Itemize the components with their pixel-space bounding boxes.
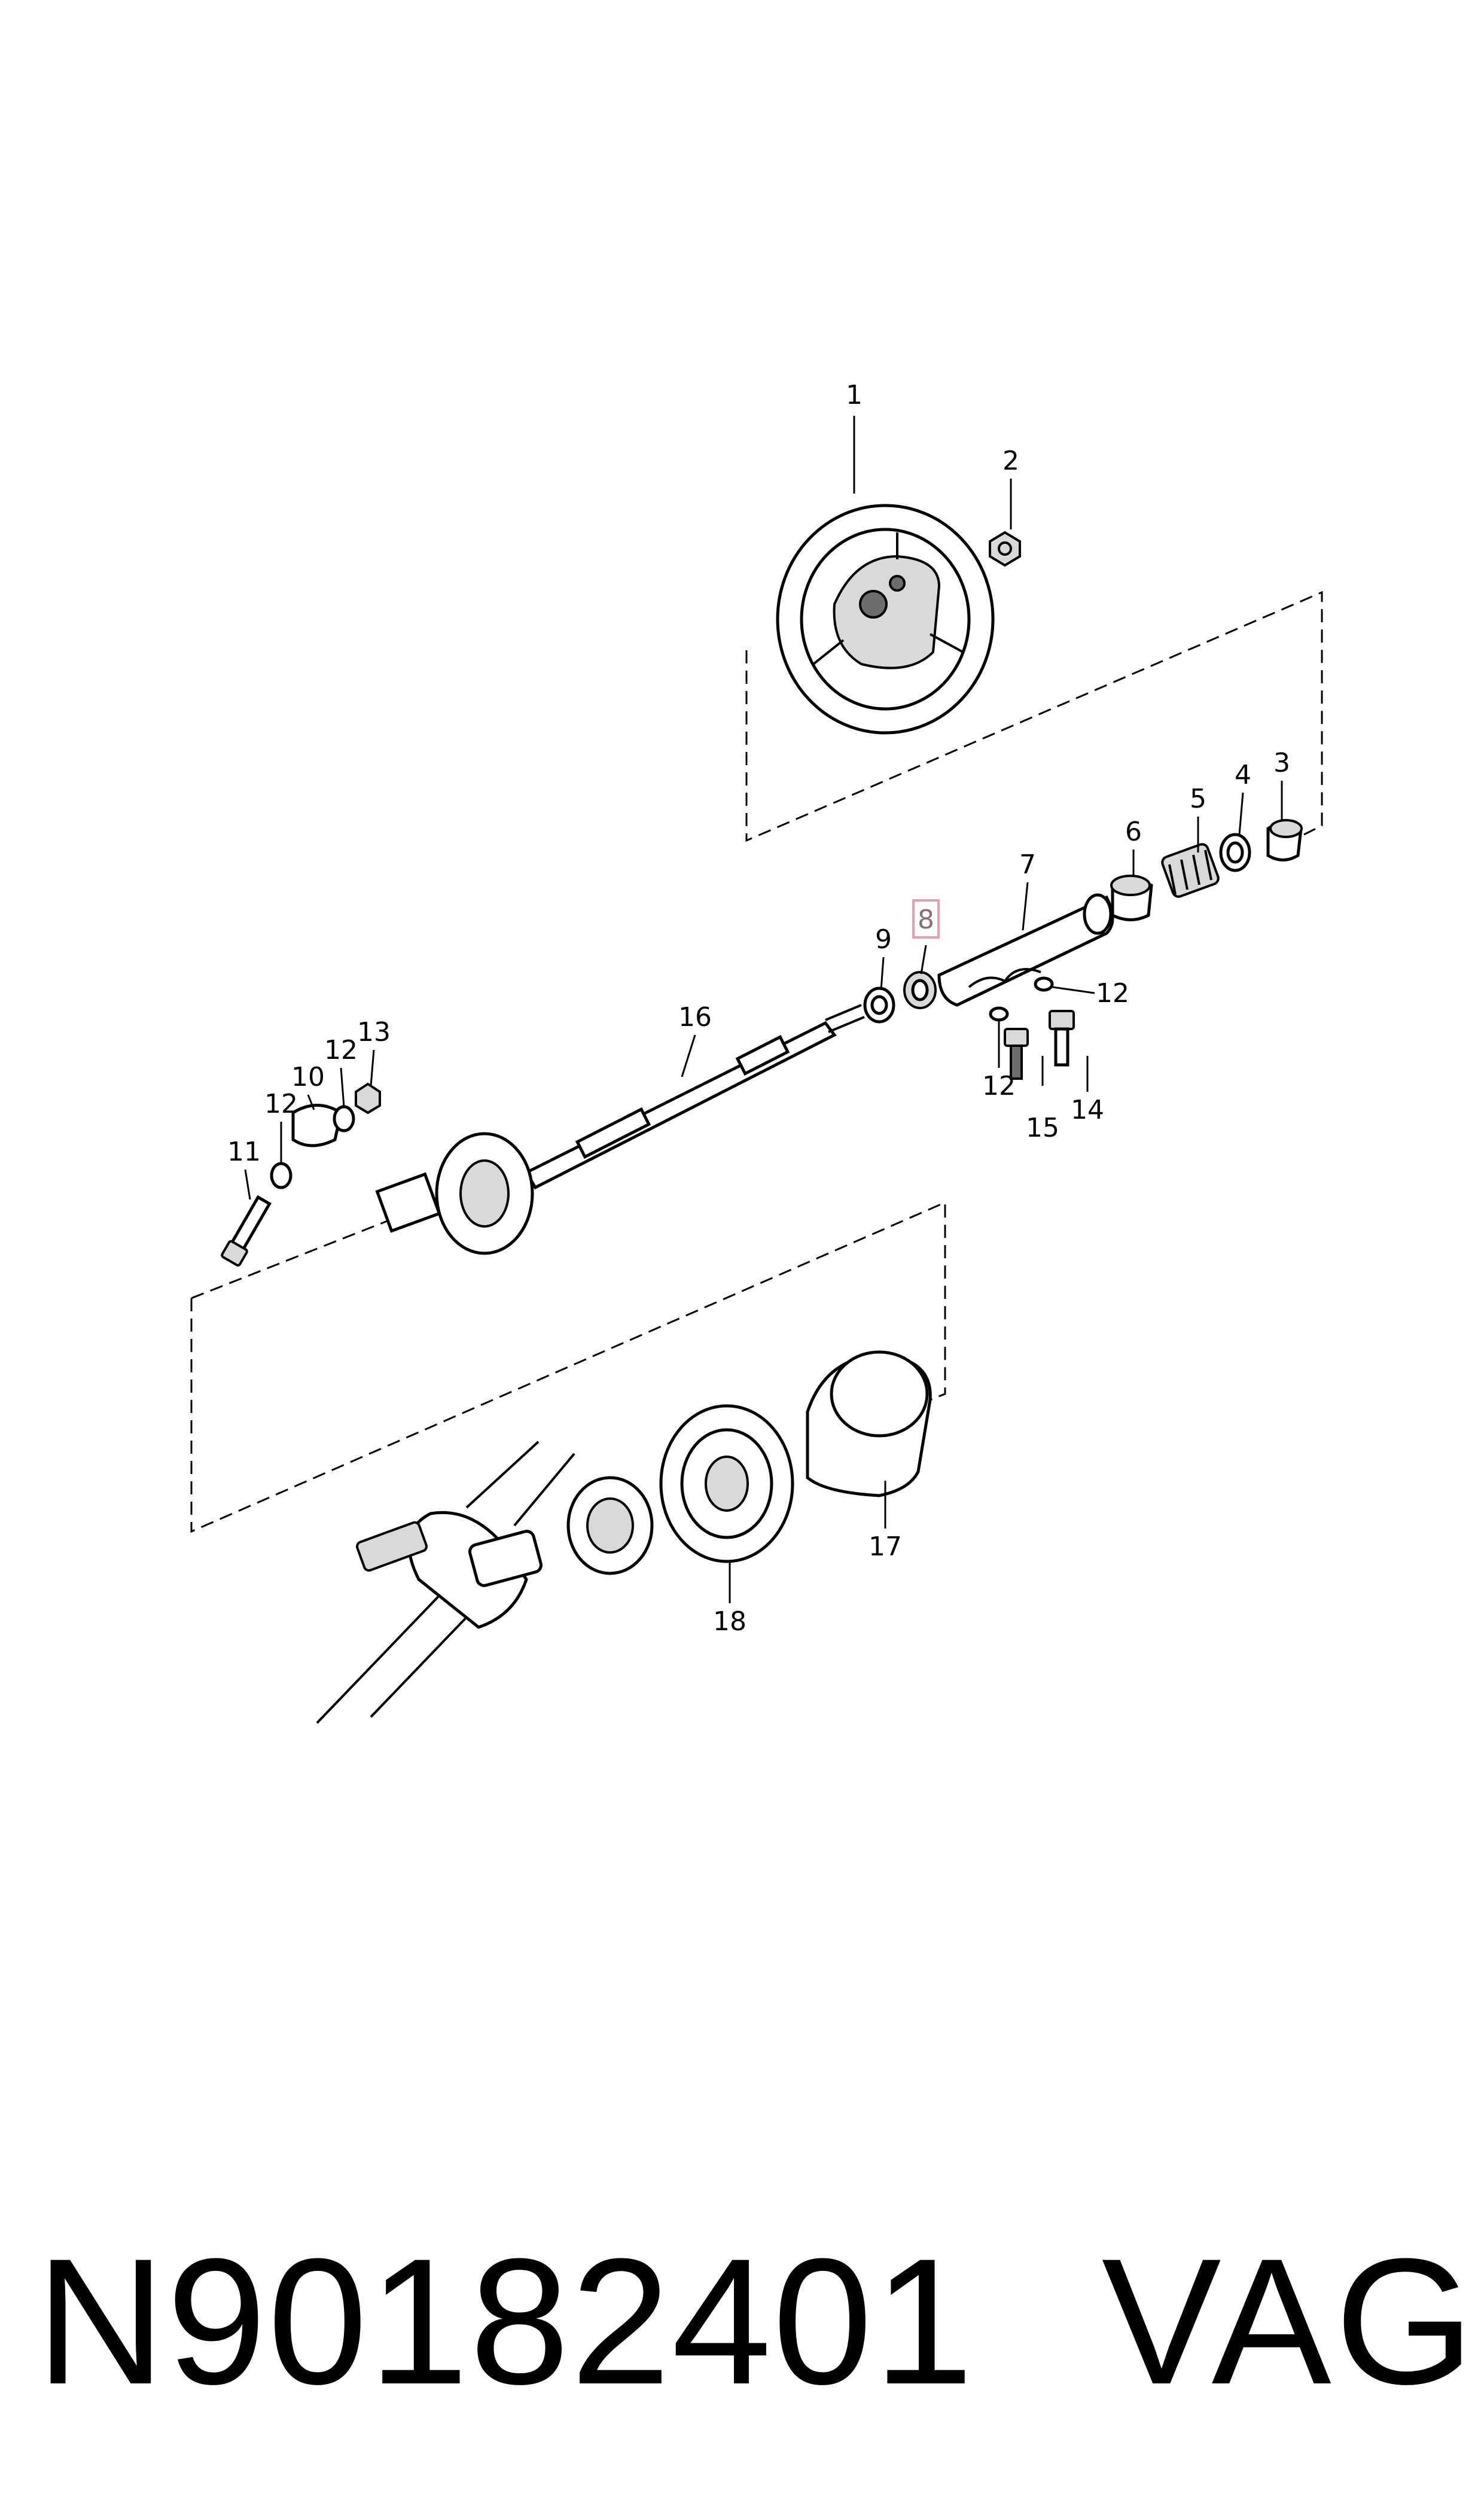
callout-10: 10: [291, 1062, 325, 1092]
callout-12: 12: [264, 1089, 298, 1119]
cover-sleeve[interactable]: [806, 1350, 932, 1497]
callout-16: 16: [678, 1002, 712, 1033]
brand-name: VAG: [1101, 2221, 1478, 2422]
clamp-bolt[interactable]: [221, 1195, 272, 1267]
callout-6: 6: [1125, 817, 1142, 847]
callout-12: 12: [982, 1071, 1016, 1101]
callout-14: 14: [1071, 1095, 1104, 1125]
lower-group-frame: [190, 1201, 946, 1533]
intermediate-shaft[interactable]: [375, 1004, 865, 1255]
callout-18: 18: [713, 1606, 746, 1637]
callout-8-highlight[interactable]: 8: [912, 899, 940, 939]
clamp[interactable]: [291, 1104, 343, 1147]
retaining-ring[interactable]: [863, 987, 895, 1024]
callout-17: 17: [869, 1531, 902, 1562]
callout-11: 11: [227, 1137, 261, 1167]
small-washer[interactable]: [989, 1006, 1009, 1022]
clamp-nut[interactable]: [355, 1082, 381, 1115]
steering-wheel[interactable]: [776, 504, 995, 735]
bushing[interactable]: [1110, 875, 1153, 921]
boot-and-seal[interactable]: [566, 1404, 794, 1575]
callout-13: 13: [357, 1017, 391, 1048]
small-washer[interactable]: [333, 1105, 355, 1132]
steering-rack-housing: [316, 1441, 575, 1724]
nut[interactable]: [989, 531, 1021, 567]
callout-15: 15: [1026, 1113, 1059, 1143]
callout-5: 5: [1190, 784, 1206, 814]
callout-8: 8: [918, 905, 934, 935]
spring[interactable]: [1160, 842, 1220, 898]
bolt[interactable]: [1049, 1010, 1075, 1067]
callout-1: 1: [846, 380, 863, 410]
upper-group-frame: [745, 590, 1323, 842]
column-tube[interactable]: [937, 893, 1114, 1007]
callout-4: 4: [1235, 760, 1251, 790]
callout-9: 9: [875, 924, 892, 955]
callout-12: 12: [1096, 978, 1129, 1009]
callout-2: 2: [1002, 446, 1019, 476]
washer[interactable]: [1219, 833, 1251, 872]
small-washer[interactable]: [1034, 976, 1054, 992]
screw[interactable]: [1004, 1028, 1029, 1080]
steering-column-exploded-diagram: 1 2 3 4 5 6 7 8 9 10 11 12 12 12 12 13 1…: [190, 380, 1323, 1724]
bearing[interactable]: [903, 971, 937, 1009]
callout-3: 3: [1273, 748, 1290, 778]
callout-7: 7: [1019, 850, 1036, 880]
end-cap[interactable]: [1266, 819, 1303, 861]
small-washer[interactable]: [270, 1162, 292, 1189]
part-number: N90182401: [36, 2221, 975, 2422]
callout-12: 12: [324, 1035, 358, 1065]
upper-frame-link: [191, 1219, 389, 1299]
